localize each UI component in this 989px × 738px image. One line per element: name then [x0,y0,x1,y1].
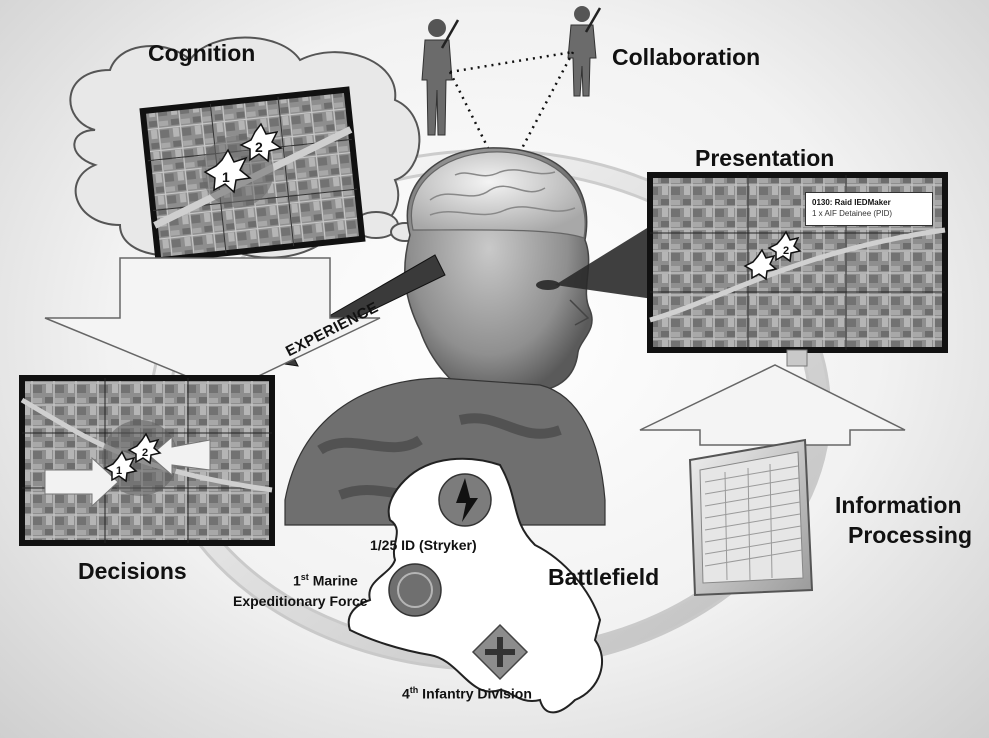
marine-unit-label-line2: Expeditionary Force [233,593,368,609]
soldier-left-figure [422,19,458,135]
cognition-marker-one-label: 1 [222,169,230,185]
cognition-map [143,90,363,261]
up-arrow-processing [640,365,905,445]
stryker-insignia [439,474,491,526]
decisions-marker-one-label: 1 [116,465,122,477]
decisions-label: Decisions [78,558,187,585]
decisions-marker-two-label: 2 [142,447,148,459]
presentation-marker-two-label: 2 [783,245,789,257]
processing-label: Processing [848,522,972,549]
cognition-label: Cognition [148,40,255,67]
collaboration-links [450,52,573,152]
callout-detail: 1 x AIF Detainee (PID) [812,208,926,219]
soldier-right-figure [568,6,600,96]
information-label: Information [835,492,962,519]
battlefield-label: Battlefield [548,564,659,591]
information-monitor [690,440,812,595]
marine-unit-label: 1st Marine [293,572,358,589]
collaboration-label: Collaboration [612,44,760,71]
infantry-unit-label: 4th Infantry Division [402,685,532,702]
presentation-callout: 0130: Raid IEDMaker 1 x AIF Detainee (PI… [805,192,933,226]
cognition-marker-two-label: 2 [255,139,263,155]
presentation-label: Presentation [695,145,834,172]
stryker-unit-label: 1/25 ID (Stryker) [370,537,477,553]
callout-title: 0130: Raid IEDMaker [812,197,926,208]
marine-insignia [389,564,441,616]
